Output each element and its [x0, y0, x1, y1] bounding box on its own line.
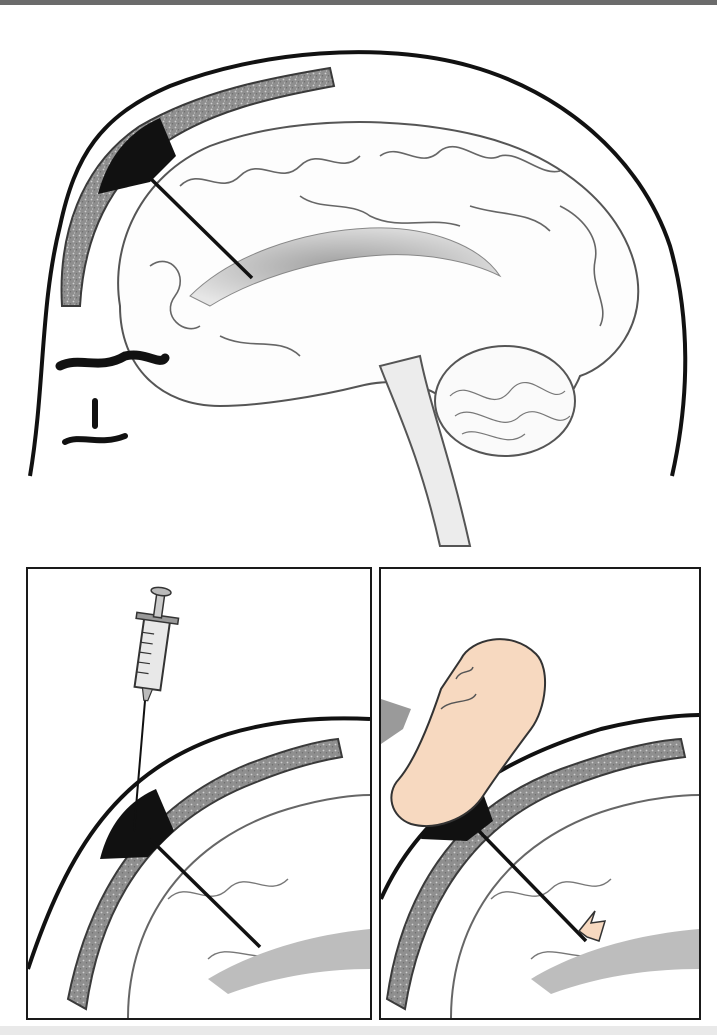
- lateral-ventricle: [208, 929, 370, 994]
- bottom-rule: [0, 1026, 717, 1035]
- nose-mark: [65, 401, 125, 442]
- finger-press-illustration: [381, 569, 699, 1018]
- top-rule: [0, 0, 717, 5]
- brain-sagittal-illustration: [0, 6, 717, 554]
- syringe-illustration: [28, 569, 370, 1018]
- inset-finger-panel: [379, 567, 701, 1020]
- main-brain-panel: [0, 6, 717, 554]
- pointer-arrow: [381, 699, 411, 744]
- inset-syringe-panel: [26, 567, 372, 1020]
- syringe: [125, 585, 182, 704]
- lateral-ventricle: [531, 929, 699, 994]
